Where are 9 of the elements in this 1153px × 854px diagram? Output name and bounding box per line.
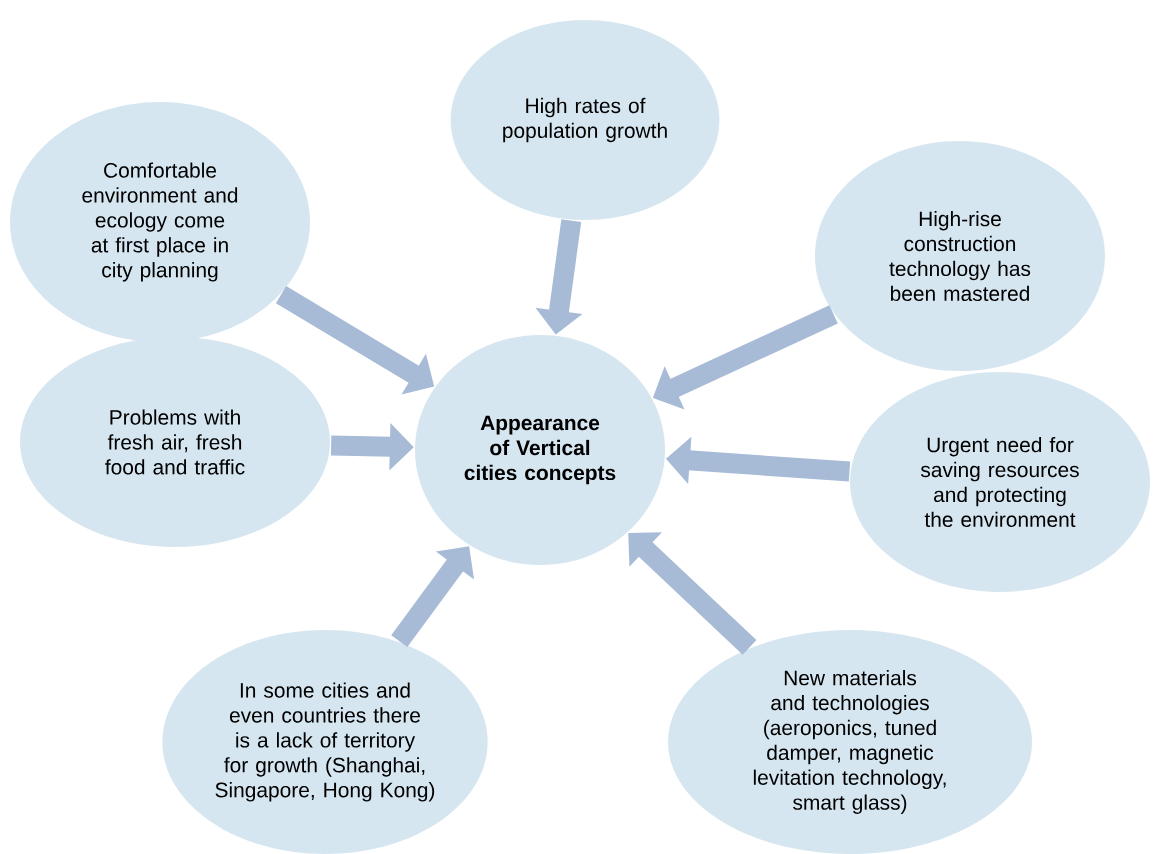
ellipse-node: New materials and technologies (aeroponics, tuned damper, magnetic levitation technology, smart glass) bbox=[668, 630, 1032, 854]
ellipse-node: In some cities and even countries there is a lack of territory for growth (Shanghai, Singapore, Hong Kong) bbox=[162, 630, 488, 854]
ellipse-node: Problems with fresh air, fresh food and traffic bbox=[20, 337, 330, 547]
ellipse-node: Comfortable environment and ecology come at first place in city planning bbox=[10, 102, 310, 342]
arrow bbox=[628, 532, 757, 655]
ellipse-node: High-rise construction technology has been mastered bbox=[815, 141, 1105, 371]
ellipse-node: High rates of population growth bbox=[450, 20, 720, 220]
ellipse-node: Appearance of Vertical cities concepts bbox=[415, 335, 665, 565]
ellipse-node: Urgent need for saving resources and protecting the environment bbox=[850, 372, 1150, 592]
